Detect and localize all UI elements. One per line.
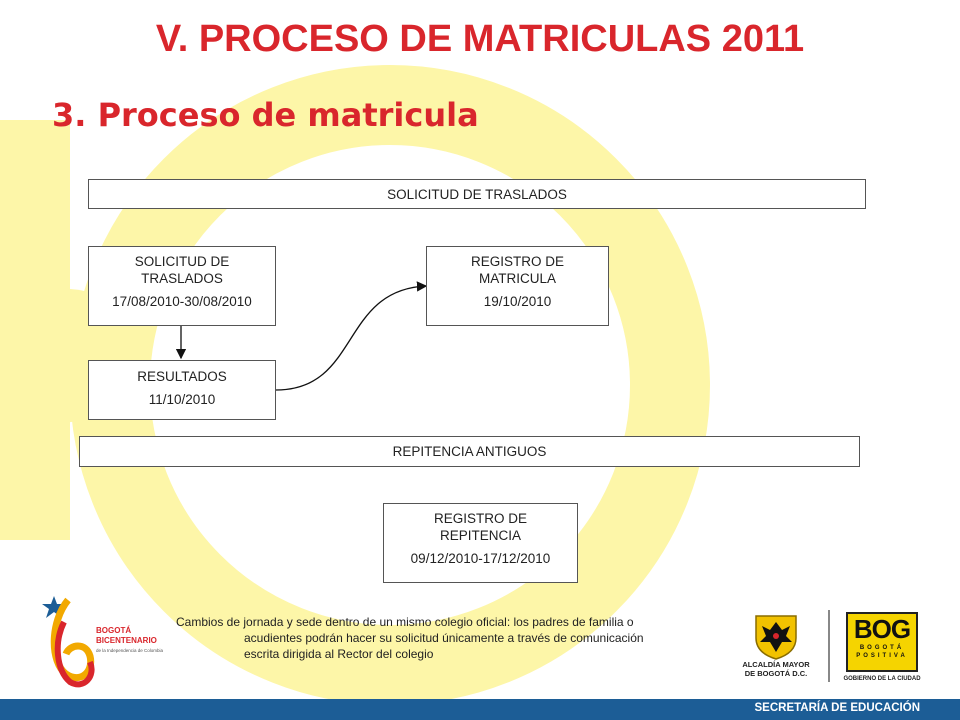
- resultados-to-registro-arrow: [275, 281, 428, 391]
- alcaldia-line-1: ALCALDÍA MAYOR: [742, 660, 810, 669]
- page-title: V. PROCESO DE MATRICULAS 2011: [155, 18, 805, 60]
- registro-matricula-date: 19/10/2010: [483, 294, 552, 309]
- solicitud-traslados-date: 17/08/2010-30/08/2010: [112, 294, 252, 309]
- solicitud-traslados-label: SOLICITUD DE TRASLADOS: [134, 254, 230, 286]
- note-line-3: escrita dirigida al Rector del colegio: [244, 647, 434, 661]
- logo-divider: [828, 610, 830, 682]
- note-line-2: acudientes podrán hacer su solicitud úni…: [244, 631, 644, 645]
- registro-matricula-label: REGISTRO DE MATRICULA: [470, 254, 564, 286]
- registro-repitencia-box: REGISTRO DE REPITENCIA 09/12/2010-17/12/…: [383, 503, 578, 583]
- resultados-date: 11/10/2010: [148, 392, 216, 407]
- resultados-label: RESULTADOS: [137, 369, 227, 384]
- bicentenario-line-3: de la Independencia de Colombia: [96, 648, 164, 653]
- bog-main-text: BOG: [853, 614, 911, 644]
- traslados-bar: SOLICITUD DE TRASLADOS: [88, 179, 866, 209]
- repitencia-bar: REPITENCIA ANTIGUOS: [79, 436, 860, 467]
- note-line-1: Cambios de jornada y sede dentro de un m…: [176, 615, 634, 629]
- repitencia-bar-label: REPITENCIA ANTIGUOS: [392, 444, 547, 459]
- bicentenario-line-1: BOGOTÁ: [96, 626, 132, 635]
- resultados-box: RESULTADOS 11/10/2010: [88, 360, 276, 420]
- registro-repitencia-date: 09/12/2010-17/12/2010: [410, 551, 551, 566]
- solicitud-traslados-box: SOLICITUD DE TRASLADOS 17/08/2010-30/08/…: [88, 246, 276, 326]
- bicentenario-logo-icon: [42, 596, 95, 688]
- bog-sub-1: BOGOTÁ: [859, 645, 905, 651]
- bicentenario-text: BOGOTÁ BICENTENARIO de la Independencia …: [96, 626, 163, 656]
- registro-matricula-box: REGISTRO DE MATRICULA 19/10/2010: [426, 246, 609, 326]
- section-subtitle: 3. Proceso de matricula: [52, 96, 479, 134]
- footer-label: SECRETARÍA DE EDUCACIÓN: [754, 702, 920, 714]
- jornada-change-note: Cambios de jornada y sede dentro de un m…: [176, 614, 696, 662]
- bog-sub-2: POSITIVA: [856, 653, 908, 659]
- footer-bar: SECRETARÍA DE EDUCACIÓN: [0, 699, 960, 720]
- bog-caption: GOBIERNO DE LA CIUDAD: [843, 676, 921, 682]
- alcaldia-line-2: DE BOGOTÁ D.C.: [744, 669, 808, 678]
- bicentenario-line-2: BICENTENARIO: [96, 636, 157, 645]
- bogota-shield-icon: [755, 615, 797, 660]
- registro-repitencia-label: REGISTRO DE REPITENCIA: [433, 511, 527, 543]
- traslados-bar-label: SOLICITUD DE TRASLADOS: [387, 186, 567, 202]
- bogota-positiva-logo: BOG BOGOTÁ POSITIVA: [846, 612, 918, 672]
- alcaldia-text: ALCALDÍA MAYOR DE BOGOTÁ D.C.: [736, 660, 816, 678]
